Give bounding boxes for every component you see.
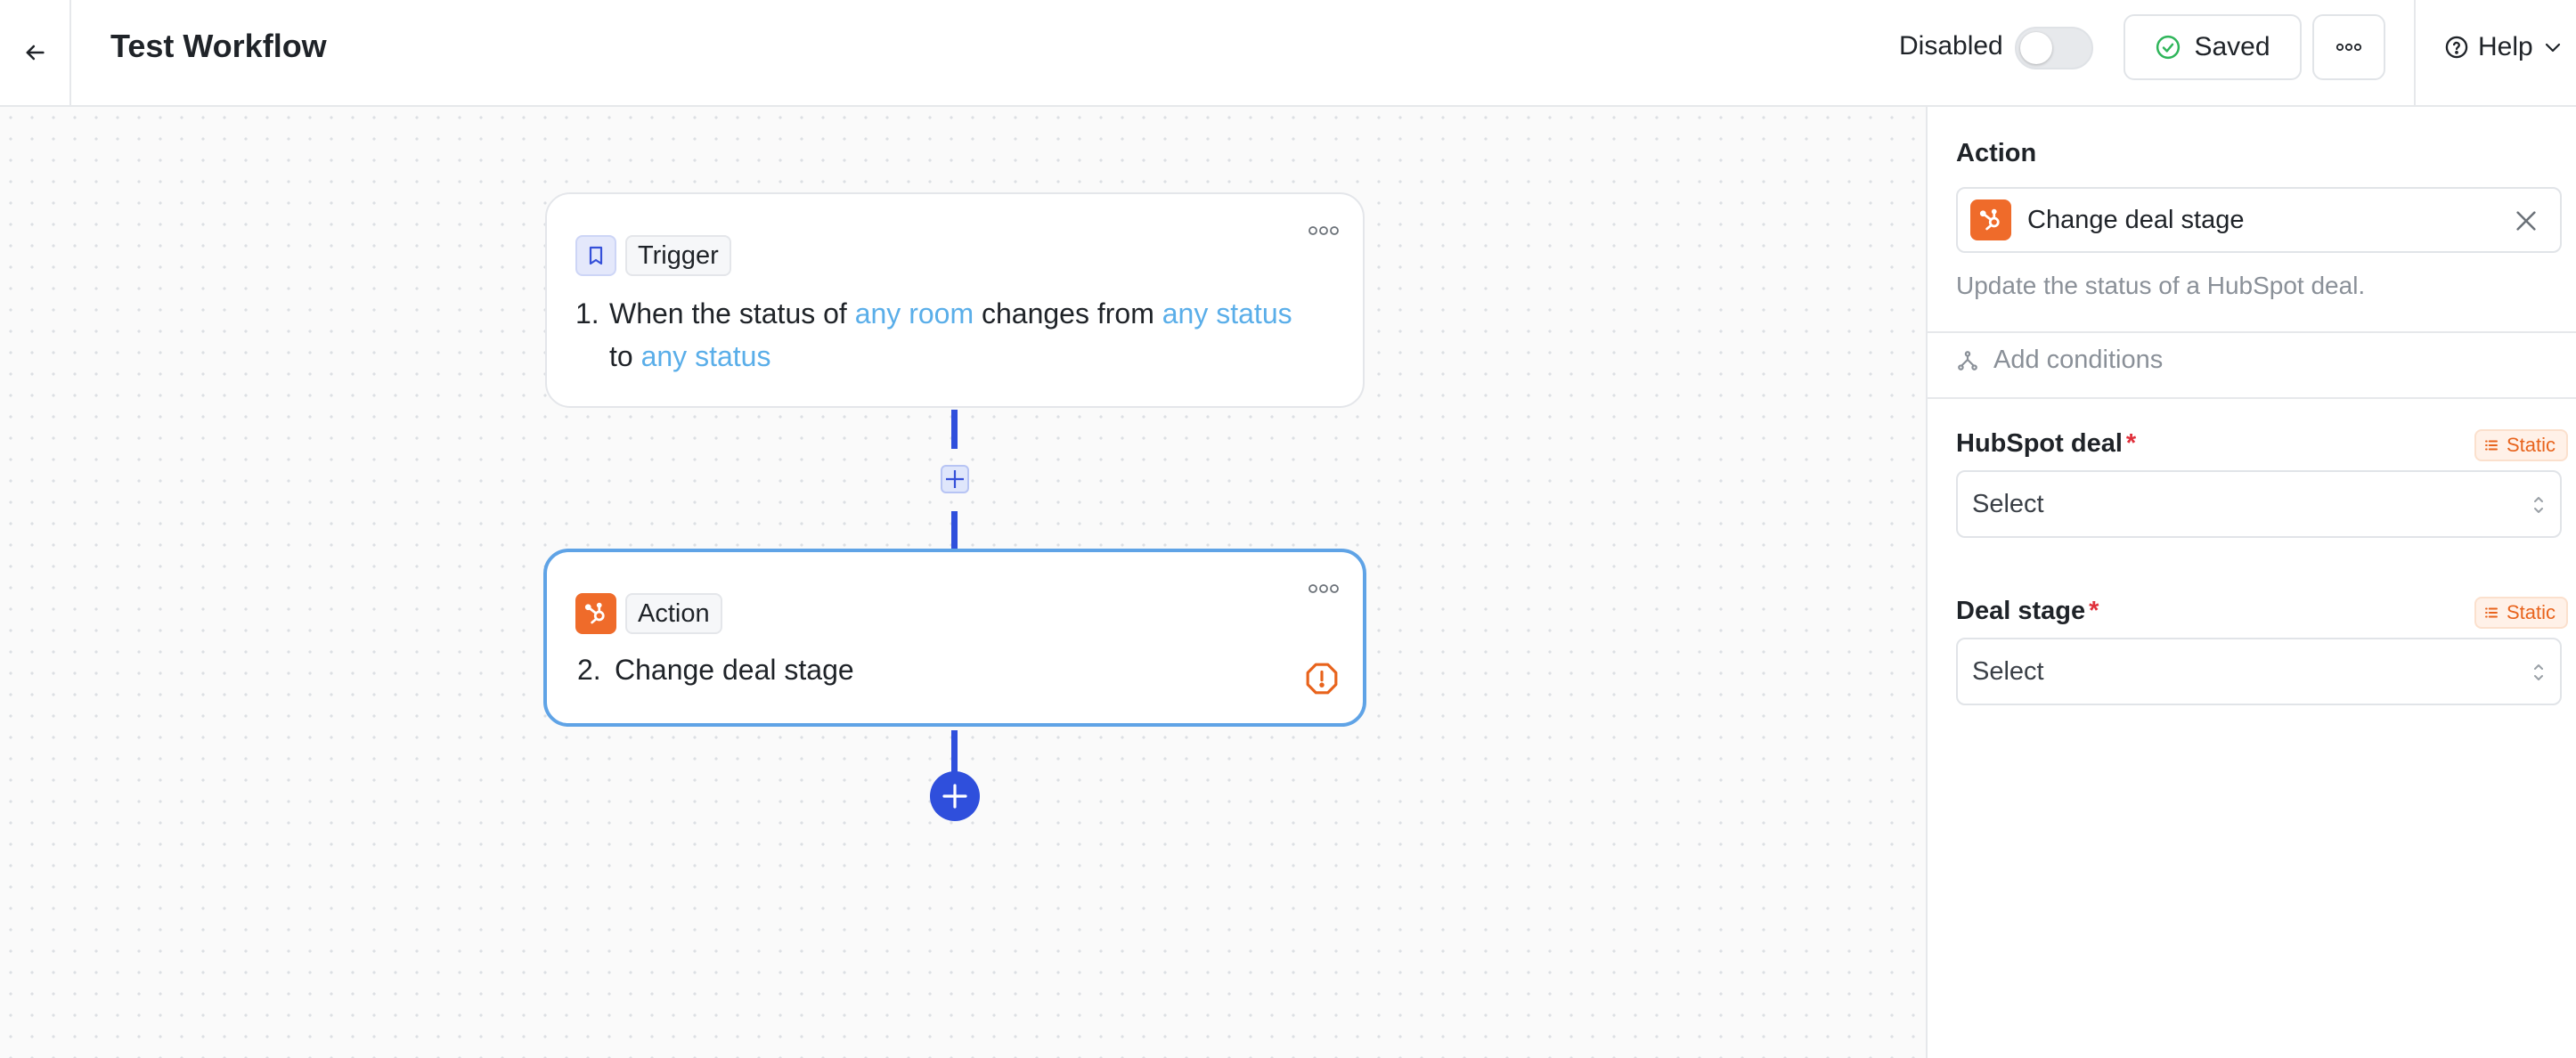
insert-step-button[interactable]	[941, 465, 969, 493]
page-title: Test Workflow	[110, 28, 327, 64]
node-menu-button[interactable]	[1308, 582, 1340, 598]
back-button[interactable]	[0, 0, 71, 105]
toggle-knob	[2020, 32, 2052, 64]
action-description: 2. Change deal stage	[577, 648, 1254, 691]
hubspot-deal-label: HubSpot deal*	[1956, 426, 2136, 461]
header-divider	[2414, 0, 2416, 105]
select-placeholder: Select	[1972, 489, 2044, 518]
action-section-label: Action	[1956, 139, 2037, 167]
more-horizontal-icon	[2336, 43, 2362, 52]
trigger-description: 1. When the status of any room changes fr…	[575, 292, 1341, 378]
required-mark: *	[2125, 429, 2137, 458]
field-label-text: HubSpot deal	[1956, 429, 2123, 458]
branch-icon	[1958, 350, 1977, 370]
from-status-link[interactable]: any status	[1162, 297, 1292, 330]
help-circle-icon	[2445, 36, 2468, 59]
action-chip: Action	[575, 593, 722, 634]
saved-label: Saved	[2194, 32, 2270, 61]
add-conditions-label: Add conditions	[1993, 346, 2164, 374]
to-status-link[interactable]: any status	[640, 340, 771, 372]
plus-icon	[946, 470, 964, 488]
room-selector-link[interactable]: any room	[854, 297, 974, 330]
plus-icon	[942, 784, 967, 809]
action-description-text: Update the status of a HubSpot deal.	[1956, 272, 2366, 299]
action-text: Change deal stage	[615, 654, 854, 686]
more-horizontal-icon	[1308, 584, 1339, 593]
help-label: Help	[2478, 32, 2533, 61]
action-config-panel: Action Change deal stage Update the stat…	[1926, 107, 2576, 1058]
static-badge[interactable]: Static	[2474, 597, 2569, 629]
action-type-selector[interactable]: Change deal stage	[1956, 187, 2562, 253]
trigger-text: changes from	[974, 297, 1162, 330]
enable-toggle[interactable]	[2015, 27, 2093, 69]
warning-icon	[1304, 661, 1340, 701]
connector-line	[951, 730, 958, 773]
bookmark-icon	[575, 235, 616, 276]
add-conditions-button[interactable]: Add conditions	[1956, 346, 2163, 375]
required-mark: *	[2089, 597, 2099, 625]
chevron-down-icon	[2545, 43, 2560, 53]
trigger-chip: Trigger	[575, 235, 731, 276]
help-menu-button[interactable]: Help	[2444, 25, 2564, 69]
panel-divider	[1928, 331, 2576, 333]
toggle-label: Disabled	[1899, 31, 2003, 61]
deal-stage-select[interactable]: Select	[1956, 638, 2562, 705]
clear-action-button[interactable]	[2512, 207, 2540, 242]
more-horizontal-icon	[1308, 226, 1339, 235]
add-step-button[interactable]	[930, 771, 980, 821]
trigger-chip-label: Trigger	[625, 235, 731, 276]
deal-stage-label: Deal stage*	[1956, 593, 2099, 629]
trigger-text: When the status of	[609, 297, 855, 330]
hubspot-deal-select[interactable]: Select	[1956, 470, 2562, 538]
trigger-node[interactable]: Trigger 1. When the status of any room ch…	[545, 192, 1365, 408]
select-placeholder: Select	[1972, 656, 2044, 686]
action-type-value: Change deal stage	[2027, 205, 2245, 234]
trigger-text: to	[609, 340, 641, 372]
action-node[interactable]: Action 2. Change deal stage	[543, 549, 1366, 727]
hubspot-icon	[1970, 199, 2011, 240]
connector-line	[951, 511, 958, 549]
connector-line	[951, 410, 958, 449]
list-icon	[2485, 607, 2498, 618]
field-label-text: Deal stage	[1956, 597, 2086, 625]
workflow-canvas[interactable]: Trigger 1. When the status of any room ch…	[0, 107, 1926, 1058]
top-bar: Test Workflow Disabled Saved Help	[0, 0, 2576, 107]
list-icon	[2485, 440, 2498, 451]
step-number: 1.	[575, 297, 599, 330]
check-circle-icon	[2156, 35, 2181, 60]
close-icon	[2516, 211, 2536, 231]
more-options-button[interactable]	[2312, 14, 2385, 80]
step-number: 2.	[577, 654, 601, 686]
arrow-left-icon	[26, 45, 45, 61]
action-chip-label: Action	[625, 593, 722, 634]
hubspot-icon	[575, 593, 616, 634]
static-badge-label: Static	[2507, 601, 2556, 623]
sort-arrows-icon	[2534, 497, 2543, 513]
node-menu-button[interactable]	[1308, 224, 1340, 240]
panel-divider	[1928, 397, 2576, 399]
saved-button[interactable]: Saved	[2124, 14, 2302, 80]
sort-arrows-icon	[2534, 664, 2543, 680]
static-badge[interactable]: Static	[2474, 429, 2569, 461]
static-badge-label: Static	[2507, 434, 2556, 456]
